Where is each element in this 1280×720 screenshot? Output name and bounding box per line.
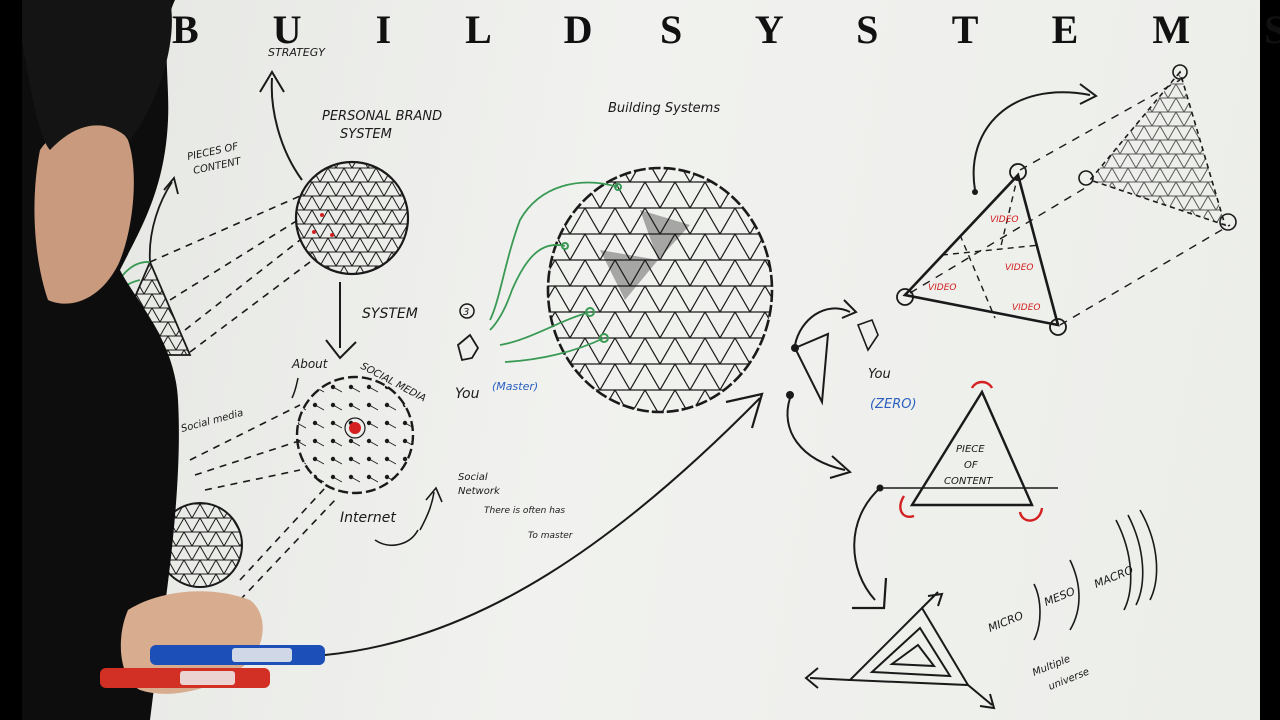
label-video-3: VIDEO (928, 283, 957, 293)
social-media-sphere (295, 375, 415, 495)
label-scribble-1: There is often has (484, 506, 565, 516)
label-you-zero-1: You (868, 367, 891, 382)
green-strands-middle (489, 181, 619, 363)
label-video-2: VIDEO (1005, 263, 1034, 273)
ghost-pyramid (1078, 64, 1237, 231)
long-arrow (324, 397, 761, 656)
label-piece: PIECE (956, 444, 985, 455)
small-triangle-system (786, 299, 858, 479)
figure-icon (456, 333, 480, 362)
curve-arrow-bottom (853, 487, 881, 601)
label-building-systems: Building Systems (608, 101, 720, 116)
label-social-network-1: Social (458, 472, 488, 483)
label-about: About (291, 357, 329, 371)
label-video-1: VIDEO (990, 215, 1019, 225)
label-master: (Master) (492, 380, 538, 393)
label-scribble-2: To master (528, 531, 574, 541)
label-micro: MICRO (986, 609, 1025, 635)
label-social-media: Social media (180, 408, 245, 435)
projection-lines-bottom (189, 404, 336, 601)
label-internet: Internet (340, 510, 396, 526)
label-personal-brand-2: SYSTEM (340, 127, 392, 142)
building-systems-sphere (546, 166, 774, 414)
nested-triangle (804, 591, 996, 710)
label-personal-brand-1: PERSONAL BRAND (322, 109, 442, 124)
label-you: You (455, 386, 480, 402)
projection-lines-right (909, 79, 1231, 326)
markers (100, 645, 325, 688)
curve-arrow-top (972, 91, 1091, 191)
pieces-arrow (148, 181, 173, 263)
figure-icon-right (856, 318, 879, 352)
label-social-network-2: Network (458, 486, 501, 497)
micro-meso-macro: MICRO MESO MACRO Multiple universe (986, 509, 1158, 693)
presenter-face (34, 121, 134, 304)
label-you-zero-2: (ZERO) (870, 397, 917, 412)
projection-lines-top (149, 195, 311, 353)
title-build: B U I L D (172, 7, 625, 52)
strategy-arrow (259, 70, 303, 181)
step-number-circle (459, 303, 475, 319)
label-strategy: STRATEGY (268, 46, 326, 59)
title-systems: S Y S T E M S (660, 7, 1280, 52)
label-number-3: 3 (463, 307, 469, 318)
label-macro: MACRO (1092, 563, 1135, 591)
label-video-4: VIDEO (1012, 303, 1041, 313)
label-content: CONTENT (944, 476, 993, 487)
presenter (22, 0, 263, 720)
video-triangle: VIDEO VIDEO VIDEO VIDEO (896, 163, 1067, 336)
personal-brand-sphere (294, 160, 410, 276)
label-of: OF (964, 460, 978, 471)
presenter-hair (22, 0, 172, 150)
label-system: SYSTEM (362, 306, 418, 322)
label-meso: MESO (1042, 585, 1077, 609)
piece-of-content-triangle: PIECE OF CONTENT (876, 380, 1058, 522)
